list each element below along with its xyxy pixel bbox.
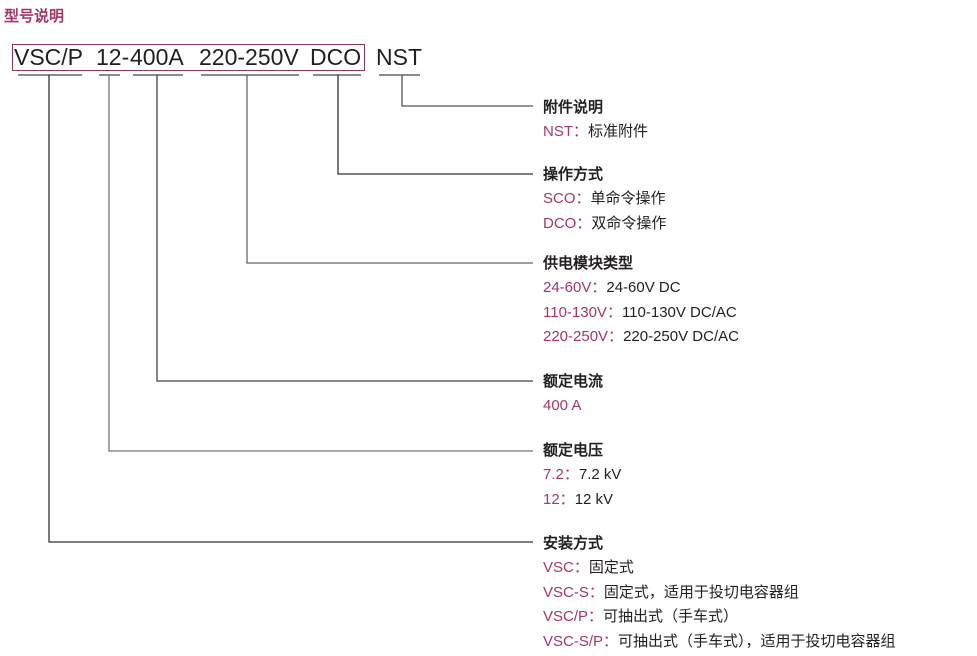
group-title: 安装方式 (543, 535, 604, 552)
code-segment-power-supply: 220-250V (199, 44, 299, 70)
connector-current (156, 75, 533, 382)
code-segment-operation: DCO (310, 44, 362, 70)
group-rated-current: 额定电流 400 A (543, 370, 603, 419)
connector-mounting (48, 75, 533, 543)
code-segment-accessory: NST (376, 44, 422, 70)
list-item: DCO：双命令操作 (543, 214, 667, 232)
list-item: VSC：固定式 (543, 559, 634, 576)
list-item: 110-130V：110-130V DC/AC (543, 303, 737, 321)
connector-operation (337, 75, 533, 175)
group-power-supply: 供电模块类型 24-60V：24-60V DC 110-130V：110-130… (543, 252, 739, 350)
section-title: 型号说明 (4, 8, 65, 25)
group-title: 额定电压 (543, 442, 604, 459)
list-item: 220-250V：220-250V DC/AC (543, 328, 739, 345)
group-title: 供电模块类型 (543, 255, 634, 272)
connector-power-supply (246, 75, 533, 264)
list-item: 400 A (543, 397, 582, 414)
connector-accessory (401, 75, 533, 107)
group-accessory: 附件说明 NST：标准附件 (543, 96, 648, 145)
group-mounting: 安装方式 VSC：固定式 VSC-S：固定式，适用于投切电容器组 VSC/P：可… (543, 532, 896, 654)
code-segment-mounting: VSC/P (14, 44, 84, 70)
connector-voltage (108, 75, 533, 452)
code-segment-current: 400A (130, 44, 184, 70)
list-item: NST：标准附件 (543, 123, 649, 140)
group-operation: 操作方式 SCO：单命令操作 DCO：双命令操作 (543, 163, 666, 236)
code-segment-voltage: 12- (96, 44, 130, 70)
list-item: VSC-S/P：可抽出式（手车式），适用于投切电容器组 (543, 632, 896, 650)
group-title: 额定电流 (543, 373, 604, 390)
list-item: SCO：单命令操作 (543, 190, 666, 207)
list-item: VSC/P：可抽出式（手车式） (543, 608, 739, 625)
group-title: 操作方式 (543, 166, 604, 183)
list-item: 24-60V：24-60V DC (543, 279, 681, 296)
list-item: 7.2：7.2 kV (543, 466, 622, 483)
list-item: 12：12 kV (543, 490, 614, 508)
list-item: VSC-S：固定式，适用于投切电容器组 (543, 583, 799, 601)
group-rated-voltage: 额定电压 7.2：7.2 kV 12：12 kV (543, 439, 621, 512)
model-code-box (12, 44, 365, 71)
group-title: 附件说明 (543, 99, 604, 116)
